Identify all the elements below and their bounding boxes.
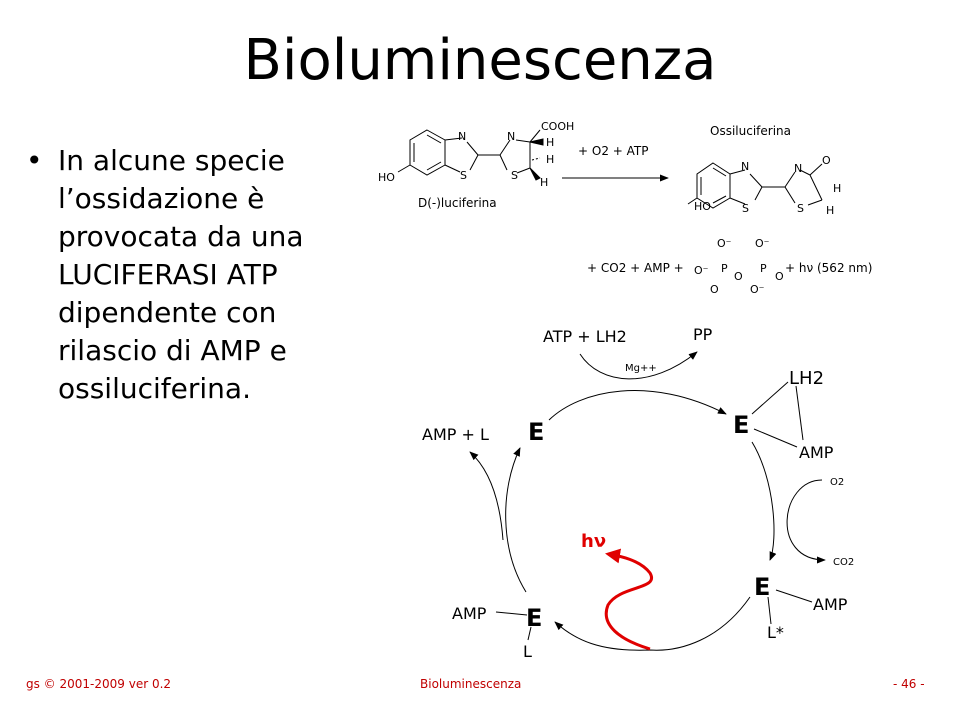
diagram-label: S	[460, 169, 467, 182]
diagram-label: S	[797, 202, 804, 215]
diagram-label: P	[721, 262, 728, 275]
diagram-label: O	[710, 283, 719, 296]
light-emission-arrow	[604, 548, 654, 651]
diagram-label: O	[734, 270, 743, 283]
diagram-label: O⁻	[750, 283, 765, 296]
diagram-label: H	[540, 176, 548, 189]
pyrophosphate-structure: O⁻P OP OO⁻ O⁻O O⁻	[694, 237, 784, 296]
luciferin-structure	[397, 129, 544, 181]
diagram-label: AMP + L	[422, 425, 489, 444]
diagram-label: H	[826, 204, 834, 217]
bullet-icon: •	[26, 144, 43, 177]
diagram-label: N	[794, 162, 802, 175]
diagram-label: O⁻	[694, 264, 709, 277]
diagram-label: LH2	[789, 368, 824, 389]
diagram-label: N	[507, 130, 515, 143]
bullet-text: In alcune specie l’ossidazione è provoca…	[58, 144, 304, 405]
luciferin-label: D(-)luciferina	[418, 196, 497, 210]
oxyluciferin-label: Ossiluciferina	[710, 124, 791, 138]
footer-left: gs © 2001-2009 ver 0.2	[26, 677, 172, 691]
cycle-labels: ATP + LH2 PP Mg++ E AMP + L E LH2 AMP O2…	[422, 325, 854, 661]
diagram-label: N	[741, 160, 749, 173]
diagram-label: Mg++	[625, 363, 657, 374]
diagram-label: O	[822, 154, 831, 167]
diagram-label: H	[546, 136, 554, 149]
diagram-label: AMP	[799, 443, 834, 462]
diagram-label: S	[742, 202, 749, 215]
products-label: + CO2 + AMP +	[587, 261, 684, 275]
diagram-label: HO	[378, 171, 395, 184]
diagram-label: L*	[767, 623, 784, 642]
diagram-label: E	[526, 604, 542, 632]
diagram-label: H	[546, 153, 554, 166]
diagram-label: O⁻	[717, 237, 732, 250]
diagram-label: E	[528, 418, 544, 446]
diagram-label: S	[511, 169, 518, 182]
diagram-label: P	[760, 262, 767, 275]
oxyluciferin-atoms: N S N S HO O HH	[694, 154, 841, 217]
oxyluciferin-structure	[687, 162, 823, 209]
footer-center: Bioluminescenza	[420, 677, 522, 691]
footer-page-number: - 46 -	[893, 677, 925, 691]
diagram-label: COOH	[541, 120, 574, 133]
diagram-label: ATP + LH2	[543, 327, 627, 346]
diagram-label: O2	[830, 477, 844, 488]
diagram-label: L	[523, 642, 532, 661]
diagram-label: O	[775, 270, 784, 283]
hv-label: hν	[581, 531, 606, 552]
diagram-label: AMP	[813, 595, 848, 614]
diagram-label: O⁻	[755, 237, 770, 250]
diagram-label: HO	[694, 200, 711, 213]
diagram-label: H	[833, 182, 841, 195]
cycle-arrows	[469, 351, 826, 651]
diagram-label: N	[458, 130, 466, 143]
diagram-label: PP	[693, 325, 713, 344]
diagram-label: CO2	[833, 557, 854, 568]
slide-title: Bioluminescenza	[243, 28, 717, 93]
diagram-label: E	[733, 411, 749, 439]
reagents-label: + O2 + ATP	[578, 144, 648, 158]
diagram-label: E	[754, 573, 770, 601]
light-label: + hν (562 nm)	[785, 261, 872, 275]
diagram-label: AMP	[452, 604, 487, 623]
